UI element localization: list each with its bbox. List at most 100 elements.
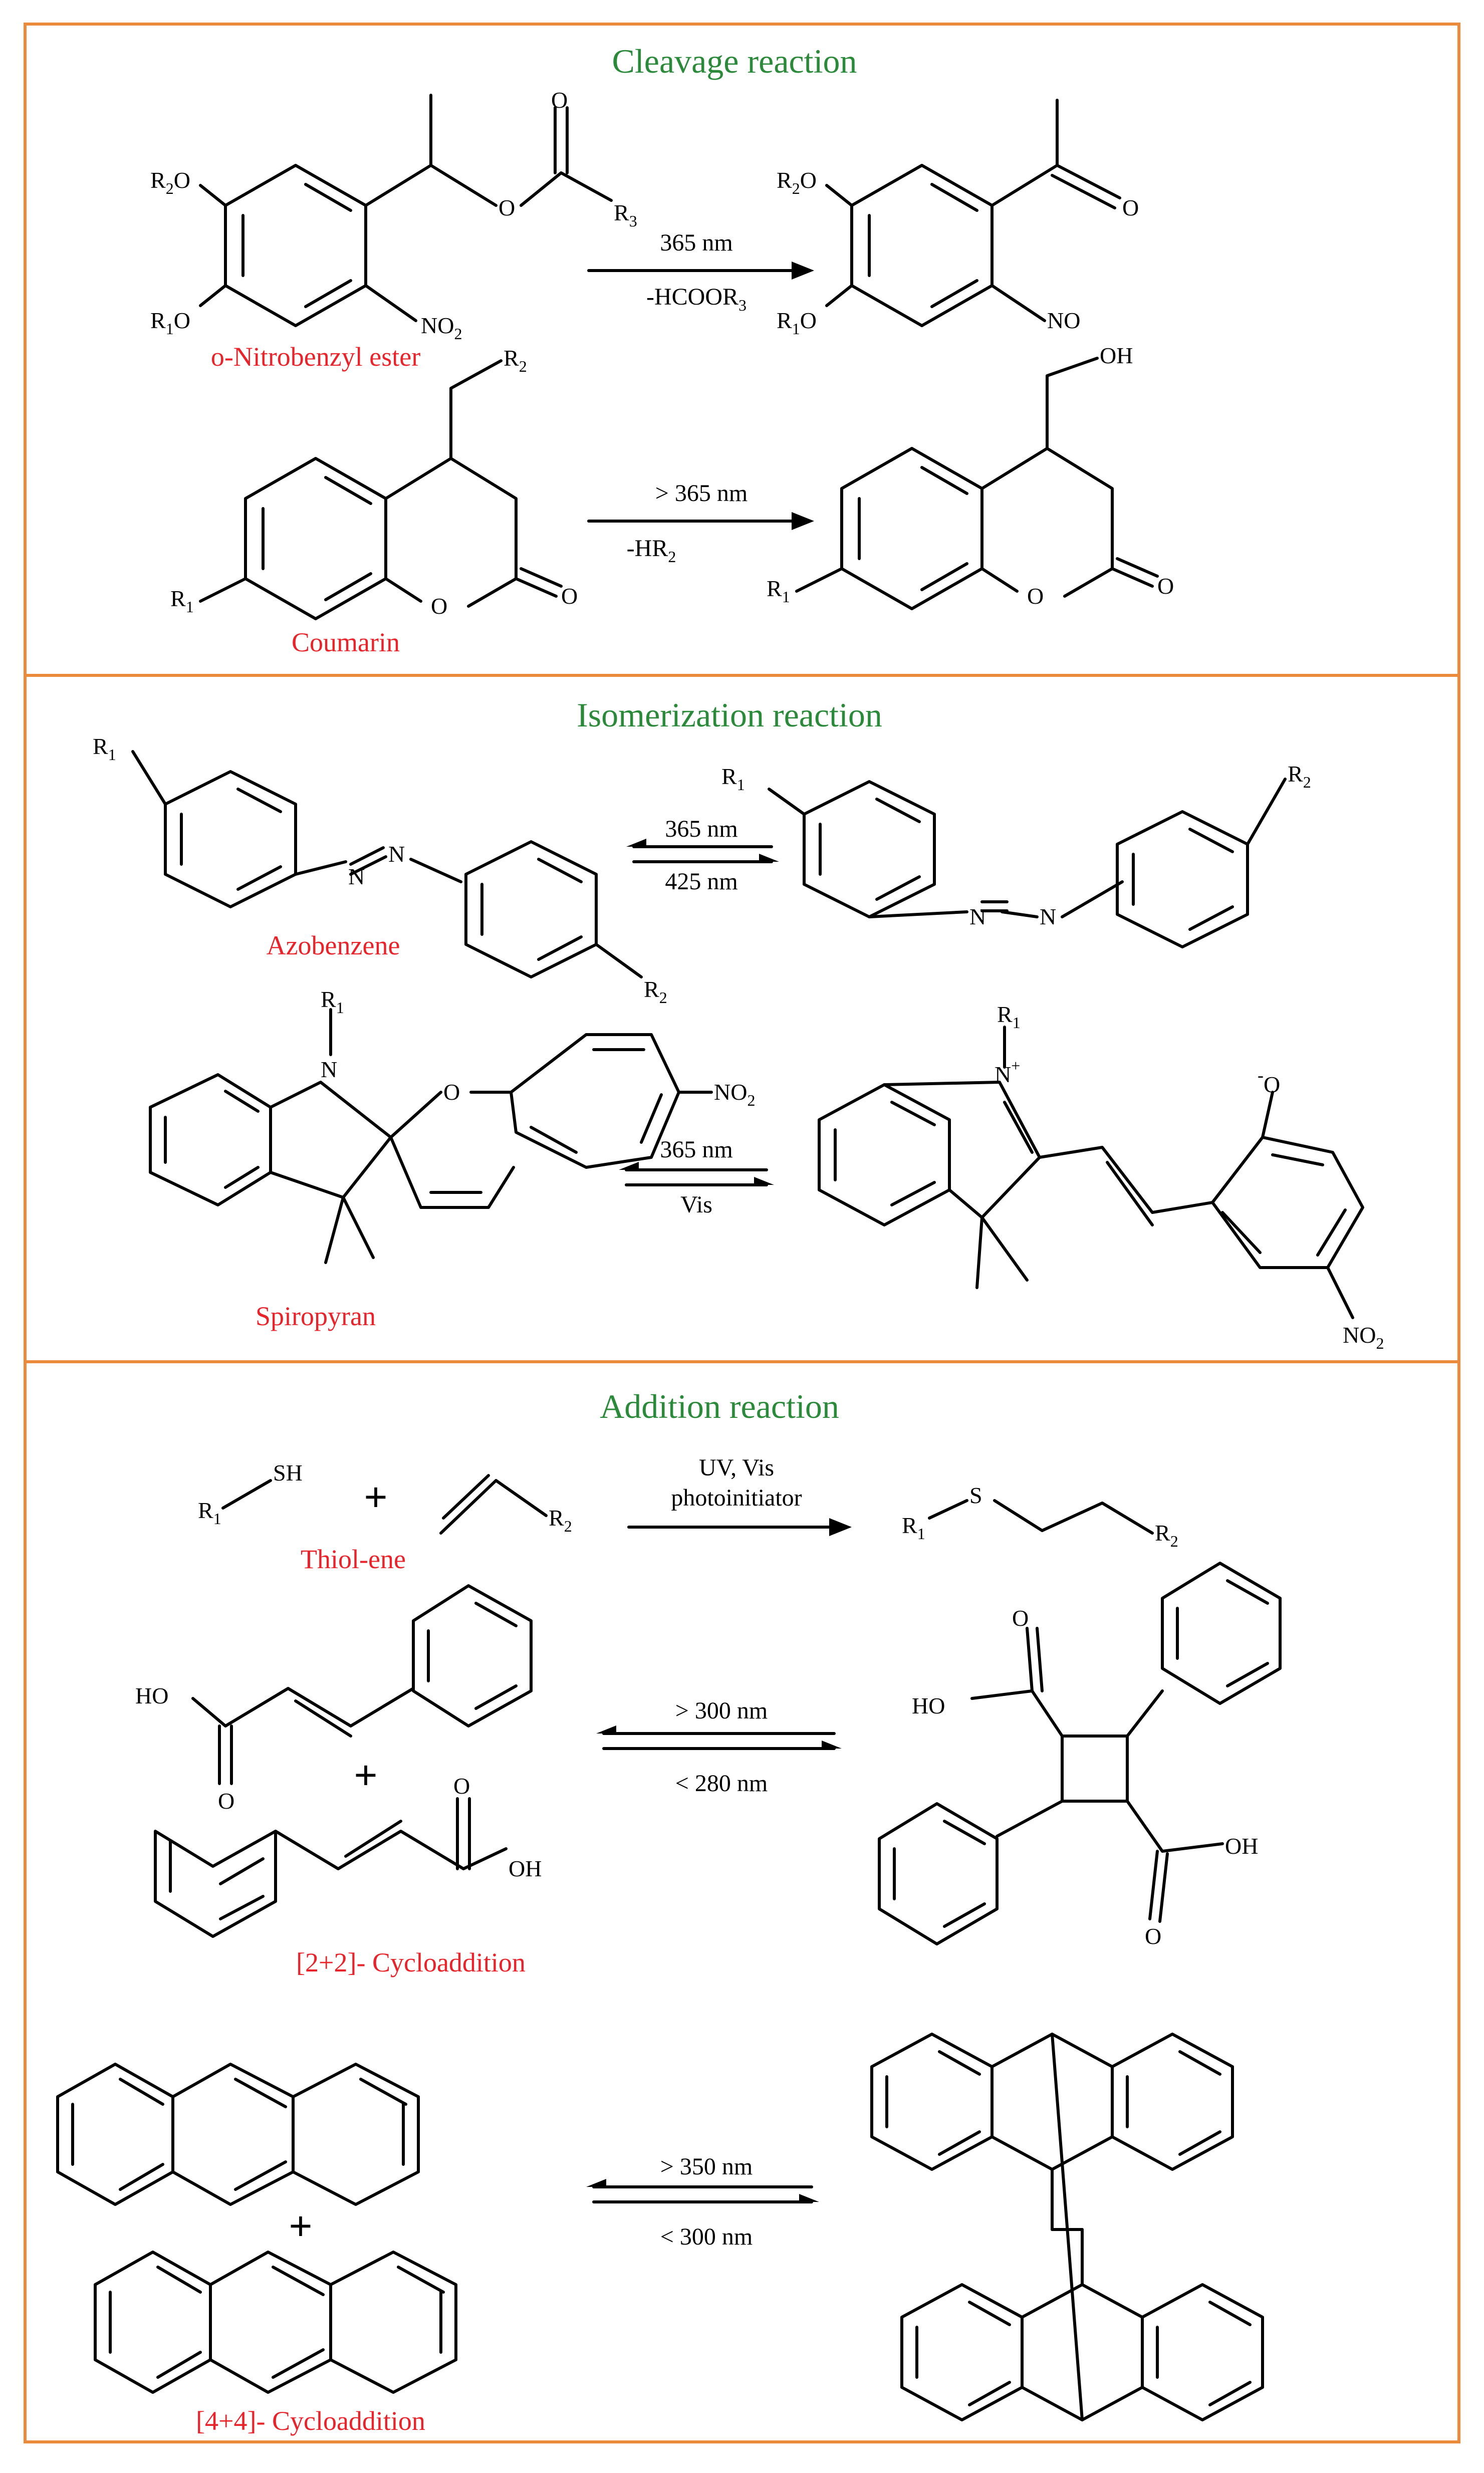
cyclobutane-dimer: O HO OH O [878,1562,1282,1949]
no2-label: NO2 [421,313,462,343]
cinnamic-acid-1: HO O [135,1584,533,1814]
cyclo44-equilibrium-arrows [586,2179,819,2203]
p-r1o-label: R1O [777,308,817,338]
cyclo22-equilibrium-arrows [596,1725,842,1750]
coumarin-ring-o-label: O [431,593,447,619]
sp-r1-label: R1 [321,986,344,1017]
cinnamic-acid-2: O OH [154,1773,542,1938]
sp-o-label: O [443,1079,460,1105]
p-azo-n2-label: N [1040,904,1056,929]
sp-no2-label: NO2 [714,1079,755,1109]
addition-section-frame [24,1360,1460,2443]
spiropyran-cond-top: 365 nm [660,1136,732,1163]
cin2-o-label: O [453,1773,470,1799]
hydroxymethyl-coumarin-product: OH R1 O O [767,343,1174,610]
anthracene-2 [94,2251,457,2394]
cyclo44-cond-bottom: < 300 nm [660,2223,753,2250]
azo-r1-label: R1 [93,733,116,764]
cin1-o-label: O [218,1788,234,1814]
ene-r2-label: R2 [549,1505,572,1535]
azobenzene-cond-top: 365 nm [665,816,737,842]
azo-n2-label: N [388,841,405,867]
cyclo44-plus: + [289,2203,313,2248]
thiolene-cond-bottom: photoinitiator [671,1485,802,1511]
thiol-sh-label: SH [273,1460,303,1486]
p-azo-r1-label: R1 [721,764,745,794]
p-sp-n-label: N+ [995,1057,1020,1087]
sp-n-label: N [321,1057,337,1082]
p-coumarin-r1-label: R1 [767,576,790,606]
p-azo-n1-label: N [969,904,986,929]
spiropyran-cond-bottom: Vis [680,1191,712,1218]
spiropyran-label: Spiropyran [256,1301,376,1331]
dimer-o1-label: O [1012,1605,1029,1631]
coumarin-arrow [587,512,814,530]
p-no-label: NO [1047,308,1080,333]
coumarin-r1-label: R1 [170,586,194,616]
ene-reactant: R2 [439,1474,572,1535]
cyclo22-label: [2+2]- Cycloaddition [296,1947,526,1977]
p-thio-s-label: S [969,1482,982,1508]
nitrobenzyl-cond-bottom: -HCOOR3 [646,284,747,314]
p-ketone-o-label: O [1122,195,1139,220]
p-r2o-label: R2O [777,167,817,197]
p-thio-r1-label: R1 [902,1513,925,1543]
anthracene-dimer [870,2033,1264,2421]
p-oh-label: OH [1100,343,1133,368]
thiolene-plus: + [364,1474,388,1519]
thiol-reactant: SH R1 [198,1460,303,1528]
nitrobenzyl-cond-top: 365 nm [660,229,732,256]
azo-n1-label: N [348,864,365,889]
r1o-label: R1O [150,308,190,338]
anthracene-1 [56,2063,420,2206]
spiropyran-reactant: R1 N O NO2 [149,986,755,1264]
isomerization-title: Isomerization reaction [577,696,882,734]
cyclo22-cond-bottom: < 280 nm [675,1770,768,1797]
azobenzene-label: Azobenzene [267,930,400,960]
spiropyran-equilibrium-arrows [619,1162,774,1186]
thioether-product: S R1 R2 [902,1482,1178,1550]
thiolene-label: Thiol-ene [301,1544,406,1574]
azo-r2-label: R2 [644,976,667,1007]
cyclo44-label: [4+4]- Cycloaddition [196,2406,425,2436]
coumarin-reactant: R2 R1 O O [170,345,578,620]
nitrobenzyl-label: o-Nitrobenzyl ester [211,342,420,372]
ester-o-label: O [499,195,515,220]
p-thio-r2-label: R2 [1155,1520,1178,1550]
p-azo-r2-label: R2 [1288,761,1311,791]
dimer-o2-label: O [1145,1923,1161,1949]
nitrobenzyl-arrow [587,262,814,280]
thiolene-cond-top: UV, Vis [699,1454,774,1481]
nitroso-product: R2O R1O NO O [777,99,1139,338]
cyclo44-cond-top: > 350 nm [660,2153,753,2180]
p-sp-r1-label: R1 [997,1002,1021,1032]
p-coumarin-carbonyl-o-label: O [1157,573,1174,599]
coumarin-carbonyl-o-label: O [561,583,578,609]
r2o-label: R2O [150,167,190,197]
thiolene-arrow [627,1518,852,1536]
p-sp-no2-label: NO2 [1343,1322,1384,1352]
coumarin-cond-top: > 365 nm [655,480,748,507]
coumarin-cond-bottom: -HR2 [627,535,676,566]
p-sp-o-label: -O [1258,1065,1280,1097]
cin1-ho-label: HO [135,1683,168,1708]
cin2-oh-label: OH [509,1856,542,1881]
merocyanine-product: R1 N+ -O NO2 [818,1002,1384,1352]
dimer-oh-label: OH [1225,1833,1258,1859]
p-coumarin-ring-o-label: O [1027,583,1044,609]
r3-label: R3 [614,200,637,230]
nitrobenzyl-reactant: R2O R1O NO2 O R3 O [150,87,637,343]
dimer-ho-label: HO [912,1693,945,1718]
cleavage-title: Cleavage reaction [612,42,857,80]
coumarin-label: Coumarin [292,627,400,657]
coumarin-r2-label: R2 [504,345,527,375]
cis-azobenzene: R1 N N R2 [93,733,667,1007]
thiol-r1-label: R1 [198,1498,221,1528]
azobenzene-equilibrium-arrows [626,839,779,863]
cyclo22-plus: + [354,1753,378,1797]
trans-azobenzene: R1 N N R2 [721,761,1311,948]
azobenzene-cond-bottom: 425 nm [665,868,737,895]
cyclo22-cond-top: > 300 nm [675,1697,768,1724]
